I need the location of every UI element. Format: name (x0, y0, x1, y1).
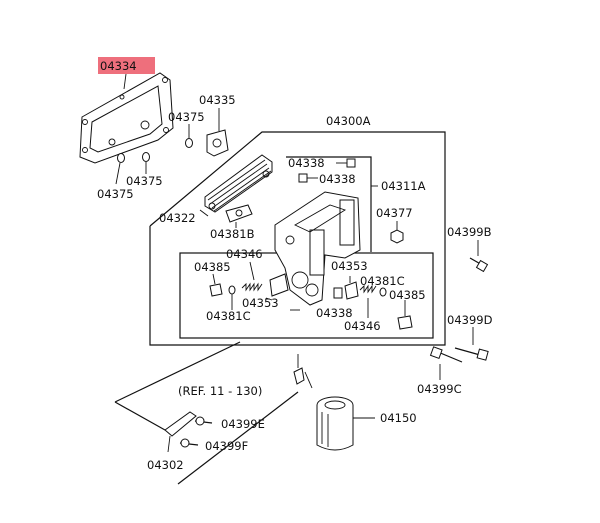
label-04338-a[interactable]: 04338 (288, 156, 325, 170)
spring-04346-b (359, 284, 377, 294)
label-04399e[interactable]: 04399E (221, 417, 265, 431)
spring-04346-a (241, 282, 263, 292)
plug-04385-b (397, 315, 413, 330)
label-04311a[interactable]: 04311A (381, 179, 426, 193)
plug-04338-b (298, 173, 308, 183)
ring-04381c-a (228, 285, 236, 295)
bolt-04399e (194, 416, 213, 426)
plug-04338-a (346, 158, 356, 168)
gasket-04334 (79, 72, 174, 164)
label-04322[interactable]: 04322 (159, 211, 196, 225)
cooler-element-04322 (204, 154, 273, 213)
o-ring-04375-c (142, 152, 150, 162)
label-04335[interactable]: 04335 (199, 93, 236, 107)
filter-group-leader (114, 341, 241, 403)
label-04381c-b[interactable]: 04381C (360, 274, 405, 288)
valve-04353-a (269, 273, 289, 297)
label-04338-c[interactable]: 04338 (316, 306, 353, 320)
housing-subassembly-outline (286, 156, 372, 252)
label-04338-b[interactable]: 04338 (319, 172, 356, 186)
bolt-04399f (179, 438, 199, 448)
label-04334[interactable]: 04334 (100, 59, 137, 73)
label-04353-b[interactable]: 04353 (242, 296, 279, 310)
label-04375-a[interactable]: 04375 (168, 110, 205, 124)
label-ref[interactable]: (REF. 11 - 130) (178, 384, 262, 398)
assembly-outline (149, 131, 446, 346)
oil-cooler-housing (274, 191, 361, 306)
label-04377[interactable]: 04377 (376, 206, 413, 220)
o-ring-04375-a (185, 138, 193, 148)
label-04385-a[interactable]: 04385 (194, 260, 231, 274)
label-04381c-a[interactable]: 04381C (206, 309, 251, 323)
o-ring-04375-b (117, 153, 125, 163)
label-04346-b[interactable]: 04346 (344, 319, 381, 333)
label-04150[interactable]: 04150 (380, 411, 417, 425)
label-04375-b[interactable]: 04375 (126, 174, 163, 188)
label-04302[interactable]: 04302 (147, 458, 184, 472)
label-04346-a[interactable]: 04346 (226, 247, 263, 261)
label-04385-b[interactable]: 04385 (389, 288, 426, 302)
label-04353-a[interactable]: 04353 (331, 259, 368, 273)
label-04399c[interactable]: 04399C (417, 382, 462, 396)
label-04399b[interactable]: 04399B (447, 225, 492, 239)
pipe-fitting (293, 367, 305, 385)
highlight-box (98, 57, 155, 74)
ring-04381c-b (379, 287, 387, 297)
label-04375-c[interactable]: 04375 (97, 187, 134, 201)
tube-04302 (164, 411, 197, 437)
plug-04338-c (333, 287, 343, 299)
nut-04377 (390, 229, 404, 244)
plate-04335 (206, 129, 229, 157)
oil-filter-04150 (316, 396, 354, 451)
valve-04353-b (344, 281, 359, 300)
gasket-04381b (225, 204, 253, 223)
label-04399d[interactable]: 04399D (447, 313, 493, 327)
plug-04385-a (209, 283, 223, 297)
label-04300a[interactable]: 04300A (326, 114, 371, 128)
bolt-04399d (454, 347, 489, 361)
label-04399f[interactable]: 04399F (205, 439, 248, 453)
label-04381b[interactable]: 04381B (210, 227, 255, 241)
bolt-04399b (469, 257, 489, 273)
bolt-04399c (429, 346, 463, 363)
